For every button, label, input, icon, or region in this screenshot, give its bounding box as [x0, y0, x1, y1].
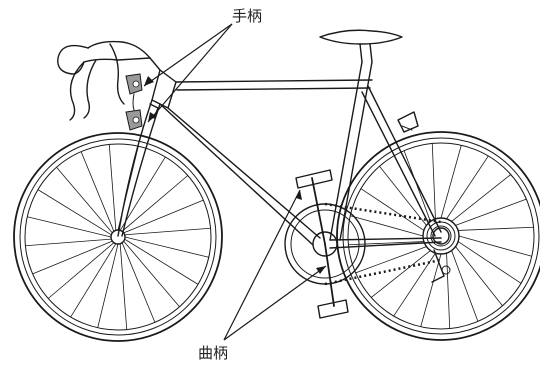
- label-bottom-arrows: [223, 189, 327, 341]
- crank-arms: [295, 169, 349, 319]
- front-spoke: [121, 175, 189, 232]
- label-handlebar: 手柄: [232, 7, 263, 25]
- front-spoke: [124, 227, 211, 236]
- front-spoke: [124, 238, 199, 285]
- rear-spoke: [451, 174, 512, 222]
- front-spoke: [80, 151, 115, 232]
- rear-spoke: [458, 226, 534, 231]
- rear-spoke: [440, 145, 462, 219]
- rear-spoke: [355, 246, 427, 274]
- front-spoke: [56, 166, 113, 234]
- cassette: [422, 217, 460, 283]
- front-spoke: [25, 238, 112, 247]
- rear-spoke: [360, 188, 425, 231]
- brake-levers: [125, 73, 143, 131]
- rear-wheel: [336, 131, 540, 341]
- front-brake: [149, 103, 159, 119]
- rear-spoke: [379, 165, 427, 226]
- front-spoke: [124, 236, 209, 258]
- rear-spoke: [451, 250, 479, 322]
- front-spoke: [108, 144, 117, 231]
- front-wheel: [13, 132, 223, 342]
- rear-spoke: [455, 246, 503, 307]
- label-top-arrows: [143, 23, 233, 123]
- front-spoke: [119, 243, 128, 330]
- rear-spoke: [446, 155, 489, 220]
- front-spoke: [119, 156, 166, 231]
- front-spoke: [97, 243, 119, 328]
- saddle: [319, 29, 403, 63]
- chain: [324, 202, 442, 286]
- front-spoke: [123, 199, 204, 234]
- front-spoke: [37, 189, 112, 236]
- rear-spoke: [446, 253, 451, 329]
- front-spoke: [70, 243, 117, 318]
- rear-spoke: [455, 198, 527, 226]
- front-spoke: [27, 216, 112, 238]
- rear-spoke: [350, 215, 424, 237]
- front-spoke: [121, 242, 156, 323]
- handlebar: [57, 40, 161, 121]
- front-spoke: [47, 242, 115, 299]
- frame: [117, 61, 442, 249]
- rear-spoke: [348, 241, 424, 246]
- rear-spoke: [457, 241, 522, 284]
- front-spoke: [123, 240, 180, 308]
- rear-spoke: [458, 235, 532, 257]
- rear-spoke: [431, 143, 436, 219]
- rear-brake: [397, 111, 419, 133]
- front-spoke: [32, 240, 113, 275]
- rear-spoke: [370, 250, 431, 298]
- label-crank: 曲柄: [198, 344, 229, 362]
- rear-spoke: [420, 253, 442, 327]
